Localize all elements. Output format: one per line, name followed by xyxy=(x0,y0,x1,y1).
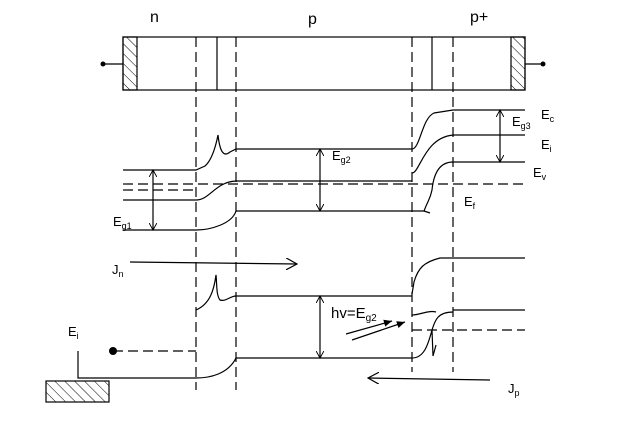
interface-guides xyxy=(195,37,454,390)
region-label-n: n xyxy=(150,9,159,26)
valence-band xyxy=(123,161,525,231)
biased-bands xyxy=(77,257,525,379)
jp-arrow xyxy=(368,378,491,380)
jn-arrow xyxy=(129,262,297,264)
label-ev: Ev xyxy=(533,165,547,182)
label-ef: Ef xyxy=(464,194,476,211)
label-eg1: Eg1 xyxy=(113,214,132,231)
label-eg3: Eg3 xyxy=(512,114,531,131)
label-ec: Ec xyxy=(541,107,555,124)
label-hv: hv=Eg2 xyxy=(331,305,377,324)
region-label-p-plus: p+ xyxy=(470,9,488,26)
label-jp: Jp xyxy=(508,381,520,398)
photon-arrow-1 xyxy=(351,321,406,341)
photon-arrow-2 xyxy=(345,319,393,335)
conduction-band xyxy=(123,109,525,171)
region-label-p: p xyxy=(308,11,317,28)
label-eg2: Eg2 xyxy=(332,148,351,165)
left-contact xyxy=(45,380,110,403)
device-structure xyxy=(100,36,546,91)
contact-node xyxy=(109,347,117,355)
label-ei-contact: Ei xyxy=(68,324,79,341)
label-jn: Jn xyxy=(112,262,124,279)
equilibrium-bands xyxy=(123,109,525,231)
label-ei: Ei xyxy=(541,137,552,154)
